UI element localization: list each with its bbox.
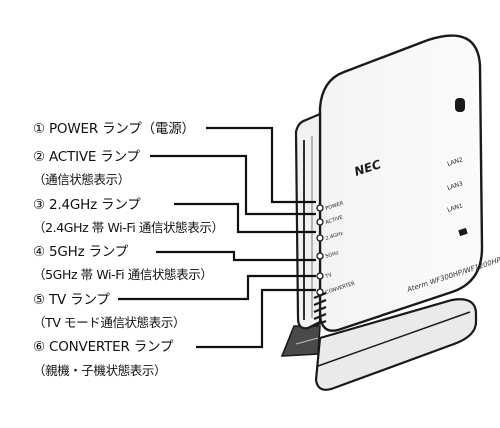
label-active-lamp: ② ACTIVE ランプ [33, 149, 140, 165]
router-body [294, 34, 484, 332]
port-lan1-label: LAN1 [446, 202, 463, 214]
lamp-power-icon [316, 204, 324, 212]
lamp-5ghz-icon [316, 252, 324, 260]
label-active-desc: （通信状態表示） [33, 172, 130, 187]
leader-line-active [150, 154, 316, 216]
power-button-icon [455, 98, 465, 112]
port-lan2-label: LAN2 [446, 156, 463, 168]
lamp-active-label: ACTIVE [325, 215, 344, 226]
label-5ghz-lamp: ④ 5GHz ランプ [33, 244, 129, 260]
lamp-24ghz-label: 2.4GHz [325, 230, 345, 241]
label-power-lamp: ① POWER ランプ（電源） [33, 121, 195, 137]
indicator-icon [458, 227, 468, 237]
leader-lines [118, 126, 316, 349]
lamp-5ghz-label: 5GHz [325, 250, 340, 260]
label-tv-lamp: ⑤ TV ランプ [33, 292, 110, 308]
lamp-power-label: POWER [325, 200, 345, 212]
label-5ghz-desc: （5GHz 帯 Wi-Fi 通信状態表示） [33, 267, 213, 282]
lamp-24ghz-icon [316, 234, 324, 242]
label-converter-lamp: ⑥ CONVERTER ランプ [33, 339, 174, 355]
lamp-tv-label: TV [324, 272, 334, 280]
label-24ghz-desc: （2.4GHz 帯 Wi-Fi 通信状態表示） [33, 220, 224, 235]
lamp-tv-icon [316, 272, 324, 280]
router-stand [280, 298, 478, 391]
port-lan3-label: LAN3 [446, 180, 463, 192]
lamp-active-icon [316, 218, 324, 226]
label-converter-desc: （親機・子機状態表示） [33, 363, 167, 378]
leader-line-tv [118, 274, 316, 301]
label-tv-desc: （TV モード通信状態表示） [33, 315, 186, 330]
leader-line-power [206, 126, 316, 204]
leader-line-converter [196, 288, 316, 349]
lamp-converter-icon [316, 288, 324, 296]
leader-line-24ghz [174, 202, 316, 234]
leader-line-5ghz [156, 250, 316, 262]
label-24ghz-lamp: ③ 2.4GHz ランプ [33, 197, 141, 213]
